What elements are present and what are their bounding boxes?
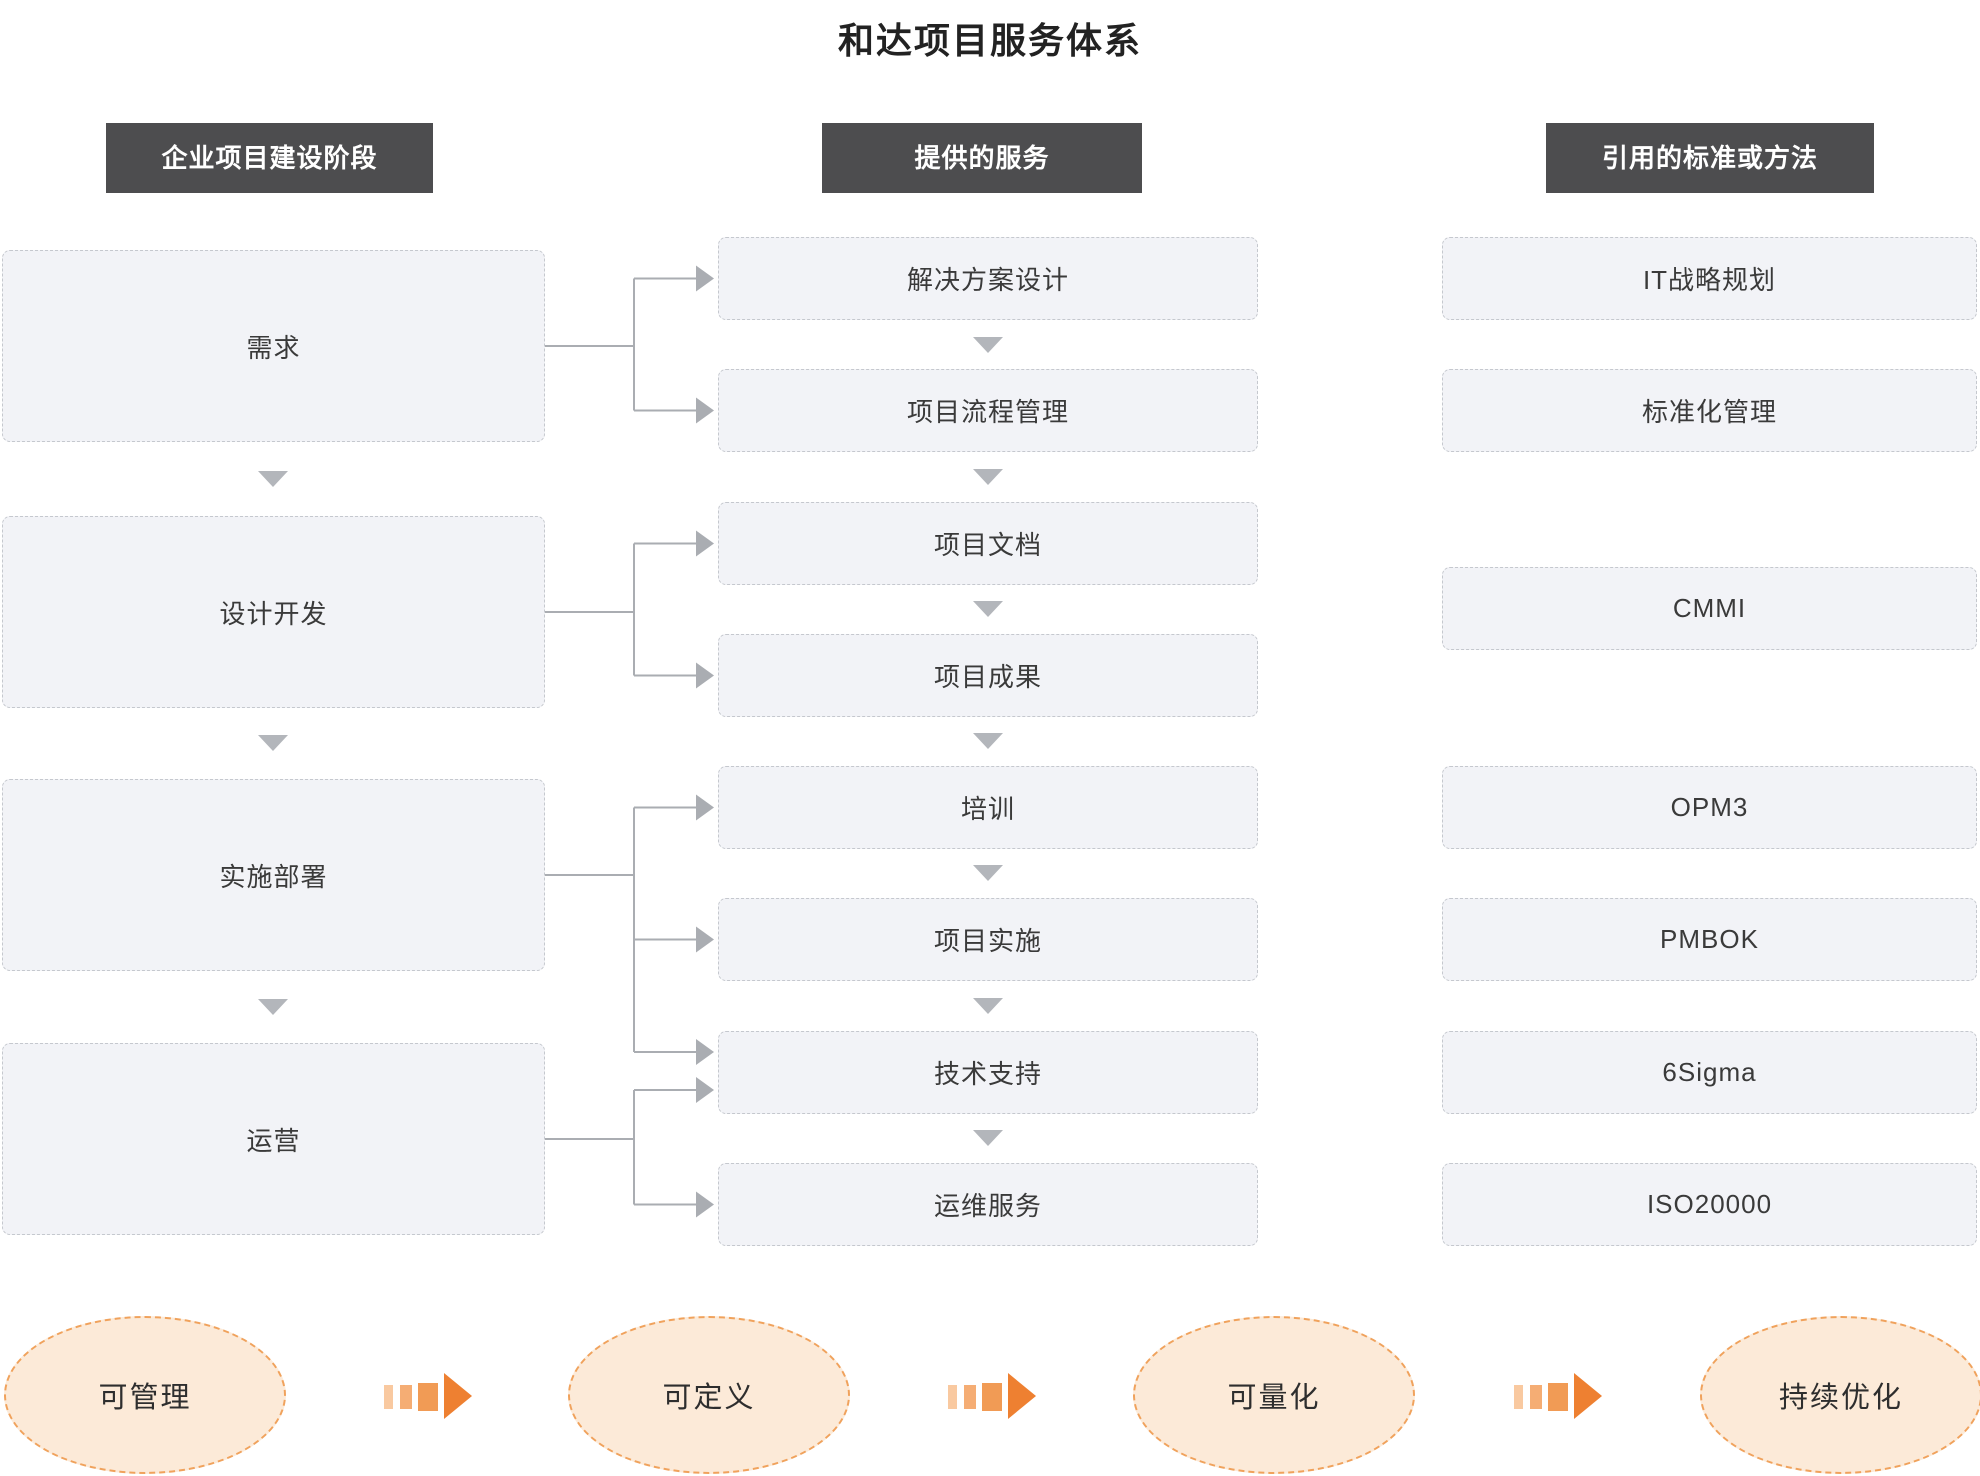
standard-label: OPM3 (1670, 792, 1749, 822)
maturity-label: 可定义 (662, 1382, 756, 1414)
service-label: 项目文档 (933, 530, 1042, 560)
standard-label: ISO20000 (1646, 1189, 1773, 1219)
service-label: 培训 (960, 794, 1015, 824)
column-header-standards: 引用的标准或方法 (1546, 123, 1874, 193)
standard-box-cmmi: CMMI (1442, 567, 1977, 650)
stage-service-links (545, 277, 698, 1206)
flow-arrow-icon (948, 1373, 1036, 1419)
maturity-definable: 可定义 (568, 1316, 850, 1474)
standard-box-iso20000: ISO20000 (1442, 1163, 1977, 1246)
service-box-tech-support: 技术支持 (718, 1031, 1258, 1114)
column-header-stages: 企业项目建设阶段 (106, 123, 433, 193)
service-label: 解决方案设计 (906, 265, 1069, 295)
flow-arrow-icon (384, 1373, 472, 1419)
stage-label: 设计开发 (219, 598, 328, 629)
standard-label: CMMI (1672, 593, 1747, 623)
standard-box-it-strategy: IT战略规划 (1442, 237, 1977, 320)
down-triangle-icons (258, 337, 1003, 1146)
stage-box-design-dev: 设计开发 (2, 516, 545, 708)
maturity-label: 可管理 (98, 1382, 192, 1414)
standard-box-6sigma: 6Sigma (1442, 1031, 1977, 1114)
standard-label: 6Sigma (1662, 1057, 1757, 1087)
maturity-continuous-optimization: 持续优化 (1700, 1316, 1980, 1474)
service-label: 项目流程管理 (906, 397, 1069, 427)
stage-label: 实施部署 (219, 861, 328, 892)
service-box-project-docs: 项目文档 (718, 502, 1258, 585)
service-box-solution-design: 解决方案设计 (718, 237, 1258, 320)
stage-box-implementation: 实施部署 (2, 779, 545, 971)
service-label: 项目实施 (933, 926, 1042, 956)
column-header-services: 提供的服务 (822, 123, 1142, 193)
page-title: 和达项目服务体系 (837, 20, 1142, 61)
service-label: 技术支持 (933, 1059, 1042, 1089)
stage-box-demand: 需求 (2, 250, 545, 442)
maturity-label: 持续优化 (1778, 1382, 1903, 1414)
flow-arrow-icon (1514, 1373, 1602, 1419)
standard-box-pmbok: PMBOK (1442, 898, 1977, 981)
service-box-ops-maintenance: 运维服务 (718, 1163, 1258, 1246)
standard-label: PMBOK (1660, 924, 1759, 954)
maturity-quantifiable: 可量化 (1133, 1316, 1415, 1474)
standard-label: IT战略规划 (1642, 265, 1777, 295)
maturity-manageable: 可管理 (4, 1316, 286, 1474)
standard-box-opm3: OPM3 (1442, 766, 1977, 849)
service-box-training: 培训 (718, 766, 1258, 849)
stage-label: 运营 (246, 1125, 301, 1156)
service-box-process-mgmt: 项目流程管理 (718, 369, 1258, 452)
standard-label: 标准化管理 (1641, 397, 1777, 427)
service-label: 项目成果 (933, 662, 1042, 692)
service-box-project-results: 项目成果 (718, 634, 1258, 717)
stage-box-operation: 运营 (2, 1043, 545, 1235)
service-label: 运维服务 (933, 1191, 1042, 1221)
standard-box-standardization: 标准化管理 (1442, 369, 1977, 452)
stage-label: 需求 (246, 332, 301, 363)
service-box-project-implement: 项目实施 (718, 898, 1258, 981)
maturity-label: 可量化 (1227, 1382, 1321, 1414)
arrowhead-icons (696, 265, 714, 1218)
